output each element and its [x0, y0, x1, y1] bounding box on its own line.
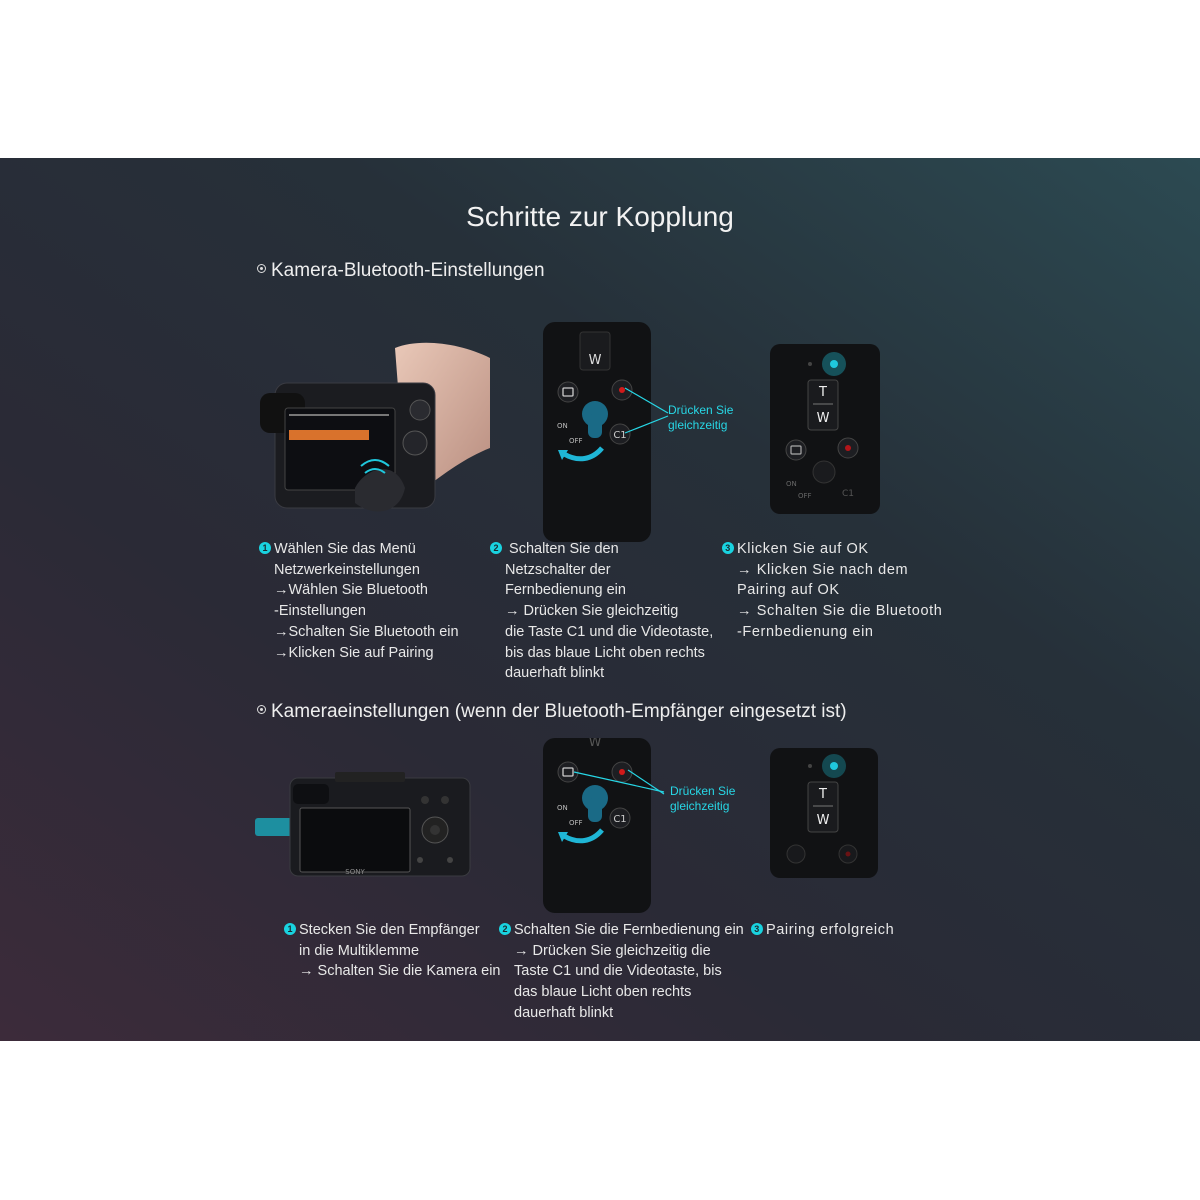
- c1-button-icon: [609, 423, 631, 445]
- svg-text:OFF: OFF: [798, 492, 812, 500]
- svg-text:W: W: [817, 411, 830, 426]
- remote-led-image-2: T W: [770, 748, 878, 878]
- step-number-badge: 1: [284, 923, 296, 936]
- section-heading-camera-bluetooth: Kamera-Bluetooth-Einstellungen: [257, 260, 545, 282]
- svg-text:T: T: [818, 787, 827, 802]
- section-heading-camera-settings: Kameraeinstellungen (wenn der Bluetooth-…: [257, 701, 847, 723]
- step-number-badge: 3: [722, 542, 734, 555]
- zoom-t-label: T: [818, 385, 827, 400]
- step-number-badge: 3: [751, 923, 763, 936]
- svg-text:C1: C1: [613, 430, 626, 441]
- step-number-badge: 1: [259, 542, 271, 555]
- remote-power-switch-image-2: W C1 ON OFF: [543, 738, 651, 913]
- svg-text:W: W: [589, 738, 602, 750]
- brand-logo: SONY: [345, 868, 365, 876]
- camera-in-hand-image: [260, 342, 490, 512]
- video-button-icon: [557, 381, 579, 403]
- step-number-badge: 2: [490, 542, 502, 555]
- bluetooth-receiver-icon: [255, 818, 295, 836]
- press-simultaneously-callout: Drücken Sie gleichzeitig: [668, 403, 734, 432]
- svg-text:C1: C1: [613, 814, 626, 825]
- bullet-icon: [257, 705, 266, 715]
- callout-lines-1: [624, 387, 669, 434]
- camera-back-with-receiver-image: SONY: [255, 772, 471, 877]
- svg-text:OFF: OFF: [569, 437, 583, 445]
- svg-text:OFF: OFF: [569, 819, 583, 827]
- c1-button-icon: [609, 807, 631, 829]
- callout-lines-2: [573, 769, 665, 795]
- pairing-panel: Schritte zur Kopplung Kamera-Bluetooth-E…: [0, 158, 1200, 1041]
- bullet-icon: [257, 264, 266, 274]
- svg-text:ON: ON: [557, 804, 568, 812]
- rotate-arrow-icon: [562, 828, 604, 844]
- svg-text:W: W: [817, 813, 830, 828]
- remote-power-switch-image: W C1 ON OFF: [543, 322, 651, 542]
- svg-text:C1: C1: [842, 489, 854, 499]
- step-2-camera-bluetooth: 2 Schalten Sie den Netzschalter der Fern…: [490, 539, 713, 684]
- remote-led-image: T W ON OFF C1: [770, 344, 880, 514]
- press-simultaneously-callout-2: Drücken Sie gleichzeitig: [670, 784, 736, 813]
- rotate-arrow-icon: [562, 446, 604, 462]
- zoom-w-label: W: [589, 353, 602, 368]
- step-number-badge: 2: [499, 923, 511, 936]
- svg-text:ON: ON: [786, 480, 797, 488]
- page-title: Schritte zur Kopplung: [466, 201, 734, 232]
- svg-text:ON: ON: [557, 422, 568, 430]
- video-button-icon: [557, 761, 579, 783]
